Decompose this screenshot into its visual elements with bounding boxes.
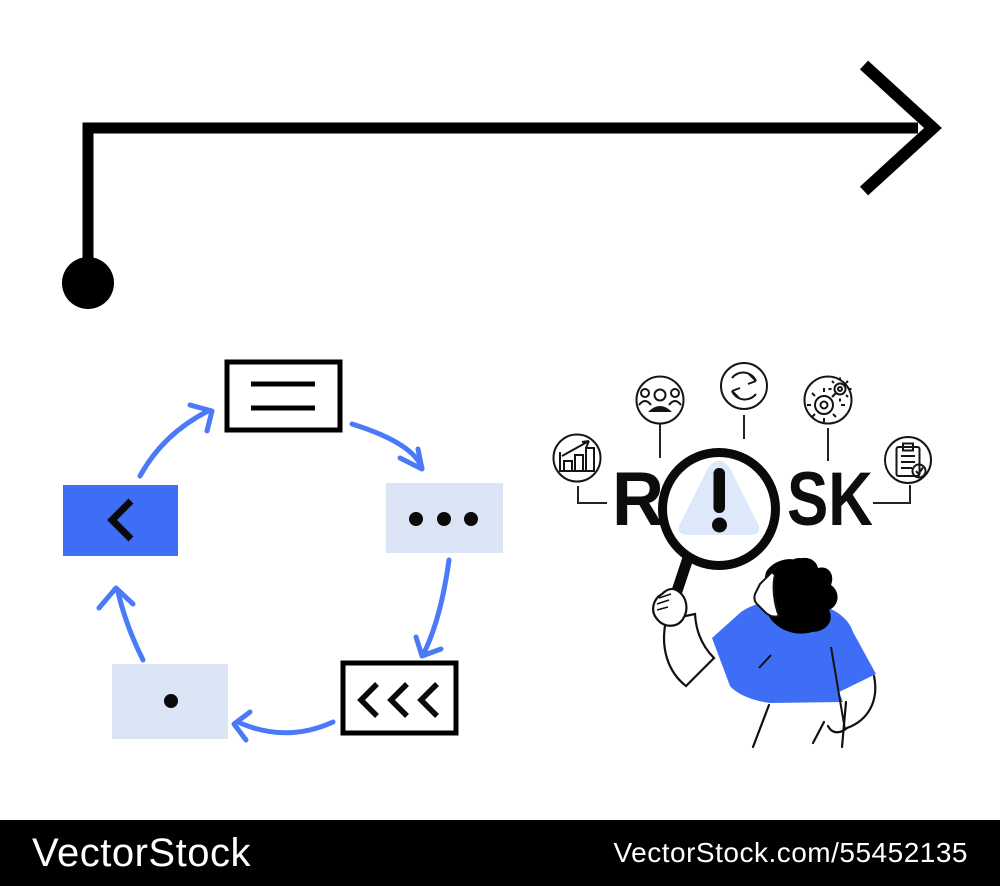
arrow-start-dot xyxy=(62,257,114,309)
hair-bun xyxy=(787,558,811,582)
ellipsis-step xyxy=(386,483,503,553)
person-hair xyxy=(763,557,838,634)
shirt-fold-lines xyxy=(758,646,846,731)
person-front-arm xyxy=(652,587,716,688)
illustration-svg: R SK xyxy=(62,60,942,749)
document-step xyxy=(224,359,343,433)
arrow-shaft xyxy=(82,122,918,262)
arrow-right-to-bottom xyxy=(421,557,452,656)
risk-cluster: R SK xyxy=(552,362,932,542)
team-people-icon xyxy=(635,375,685,425)
timeline-arrow xyxy=(62,60,942,309)
cycle-arrows xyxy=(96,402,452,743)
watermark-bar: VectorStock VectorStock.com/55452135 xyxy=(0,820,1000,886)
bar-chart-growth-icon xyxy=(552,433,602,483)
arrow-bottom-right-to-left xyxy=(237,719,336,736)
magnifying-glass-icon xyxy=(658,448,780,600)
arrowhead-chevron-icon xyxy=(859,60,942,196)
magnifier-handle xyxy=(670,552,694,600)
person-face xyxy=(753,570,781,618)
arrowhead-icon xyxy=(96,585,136,611)
triple-chevron-left-icon xyxy=(357,682,439,718)
watermark-credit: VectorStock.com/55452135 xyxy=(613,837,968,868)
process-cycle-diagram xyxy=(63,359,503,743)
gears-icon xyxy=(803,375,853,425)
watermark-brand: VectorStock xyxy=(32,830,251,875)
arm xyxy=(662,612,716,688)
risk-letters-sk: SK xyxy=(787,457,873,542)
exclamation-mark-icon xyxy=(712,468,727,533)
clipboard-checklist-icon xyxy=(884,436,932,484)
arrow-left-to-top xyxy=(137,408,211,479)
arrowhead-icon xyxy=(413,634,444,659)
chevron-left-icon xyxy=(107,498,134,542)
finger-lines xyxy=(656,593,672,611)
refresh-cycle-icon xyxy=(720,362,768,410)
risk-letter-r: R xyxy=(612,457,664,542)
arrowhead-icon xyxy=(187,402,215,434)
hand xyxy=(652,587,688,627)
arrow-bottom-to-left xyxy=(115,589,146,663)
icon-connectors xyxy=(577,415,911,504)
dot-step xyxy=(112,664,228,739)
person-shirt xyxy=(712,603,876,703)
rewind-step xyxy=(340,660,459,736)
equals-lines-icon xyxy=(251,381,315,411)
back-step xyxy=(63,485,178,556)
three-dots-icon xyxy=(409,512,478,526)
person-holding-magnifier xyxy=(712,557,877,749)
single-dot-icon xyxy=(164,694,178,708)
arrowhead-icon xyxy=(231,709,253,743)
arrowhead-icon xyxy=(397,446,425,472)
